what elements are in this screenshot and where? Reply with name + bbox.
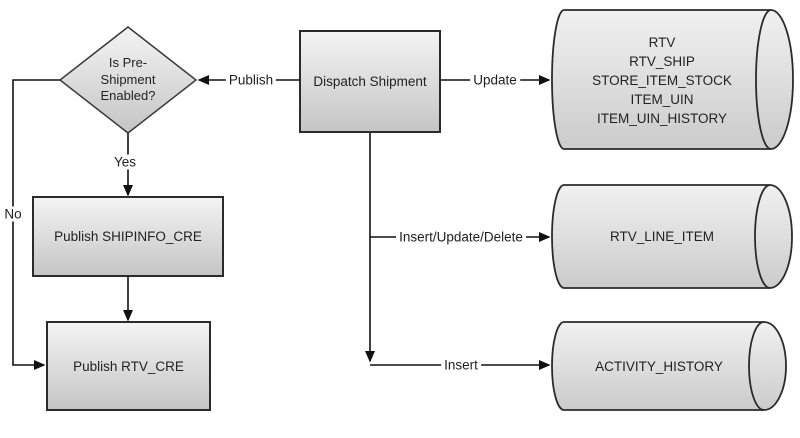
db-activity-history-body bbox=[551, 321, 787, 411]
db-rtv-line-item-body bbox=[551, 184, 793, 289]
db-rtv-tables-cylinder bbox=[551, 9, 794, 150]
publish-rtv-cre-box bbox=[46, 321, 211, 411]
db-rtv-line-item-cap-edge bbox=[754, 184, 771, 289]
db-activity-history-cylinder bbox=[551, 321, 787, 411]
db-rtv-tables-cap-edge bbox=[755, 9, 772, 150]
db-activity-history-cap-edge bbox=[748, 321, 765, 411]
db-rtv-line-item-cylinder bbox=[551, 184, 793, 289]
decision-diamond bbox=[58, 26, 198, 134]
dispatch-shipment-box bbox=[299, 30, 441, 133]
publish-shipinfo-cre-box bbox=[32, 196, 224, 277]
edge-no-line bbox=[12, 79, 60, 370]
